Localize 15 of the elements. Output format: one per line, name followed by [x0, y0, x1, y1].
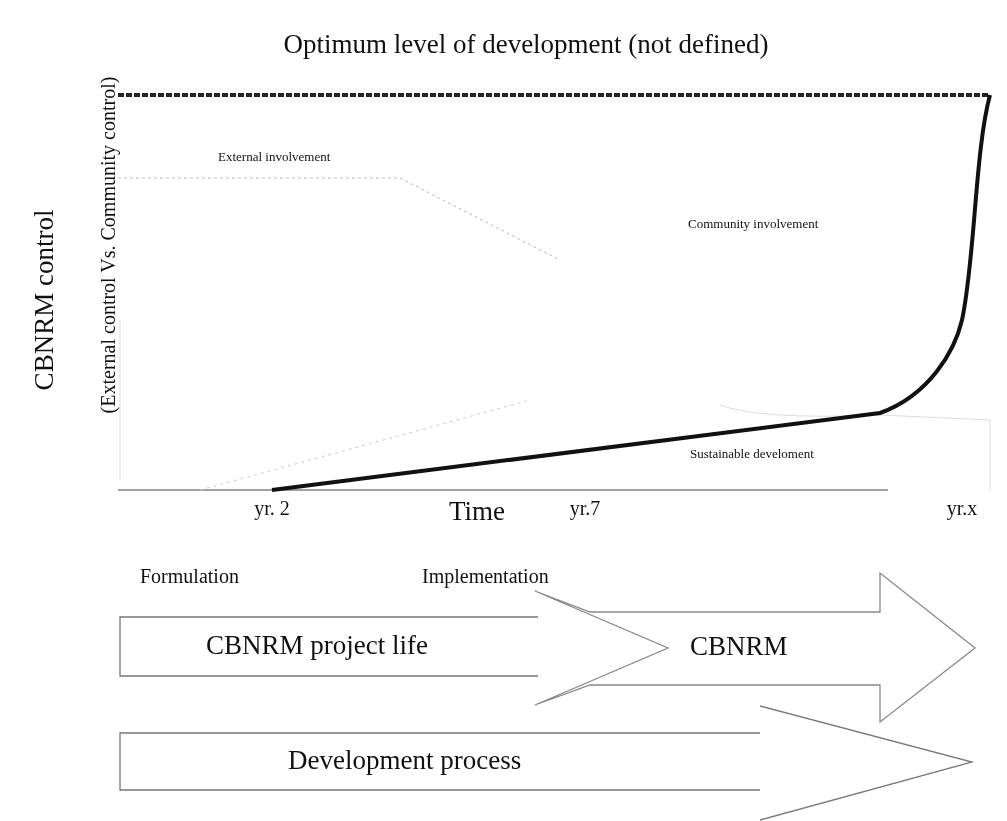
- tick-label: yr.x: [946, 497, 978, 519]
- axis-subtitle: (External control Vs. Community control): [97, 76, 119, 414]
- arrow-label: Development process: [288, 746, 522, 776]
- curve-label: External involvement: [218, 150, 331, 165]
- arrow-label: CBNRM project life: [206, 631, 428, 661]
- axis-title: CBNRM control: [30, 209, 60, 391]
- phase-label: Formulation: [140, 565, 239, 587]
- tick-label: yr. 2: [254, 497, 290, 519]
- curve-label: Community involvement: [688, 217, 819, 232]
- phase-label: Implementation: [422, 565, 549, 587]
- tick-label: yr.7: [569, 497, 601, 519]
- title: Optimum level of development (not defined): [282, 30, 770, 60]
- curve-label: Sustainable develoment: [690, 447, 814, 462]
- arrow-label: CBNRM: [690, 632, 788, 662]
- axis-title: Time: [449, 497, 505, 527]
